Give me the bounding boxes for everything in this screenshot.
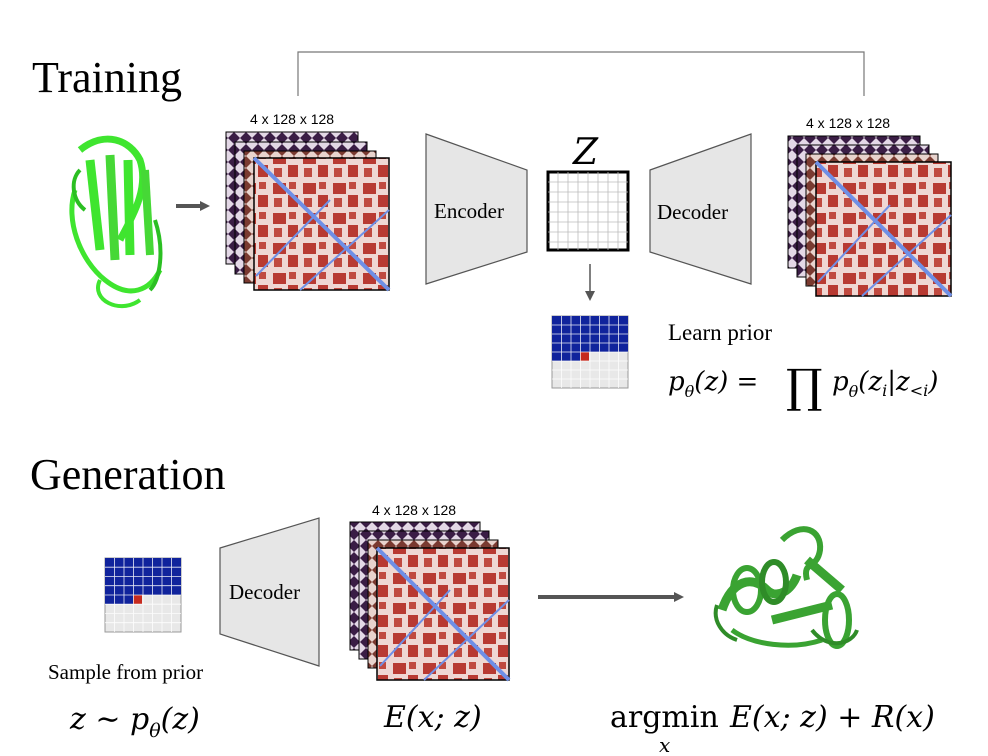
decoder-block xyxy=(649,133,752,285)
prior-caption: Learn prior xyxy=(668,320,772,345)
prior-formula-rhs-lt: <i xyxy=(910,381,929,400)
prior-grid-icon xyxy=(551,315,629,389)
prior-formula-product: ∏ xyxy=(786,359,823,413)
prior-formula-rhs-close: ) xyxy=(927,367,938,397)
prior-formula-lhs-arg: (z) = xyxy=(694,367,758,397)
prior-formula-lhs-p: p xyxy=(668,367,685,397)
generation-heading: Generation xyxy=(30,450,225,499)
objective-argmin: argmin xyxy=(610,700,719,735)
encoder-label: Encoder xyxy=(434,199,504,223)
protein-ribbon-icon xyxy=(69,135,163,308)
prior-formula-rhs-bar: |z xyxy=(887,367,910,397)
sample-formula-theta: θ xyxy=(149,720,161,742)
prior-formula-rhs-theta: θ xyxy=(849,382,859,401)
generated-protein-icon xyxy=(713,526,859,649)
objective-expression: E(x; z) + R(x) xyxy=(729,700,935,735)
energy-formula: E(x; z) xyxy=(383,700,482,735)
prior-formula-rhs-i: i xyxy=(882,381,887,400)
decoder-label: Decoder xyxy=(657,200,728,224)
latent-grid-icon xyxy=(546,170,630,252)
objective-subscript: x xyxy=(659,733,670,756)
sample-caption: Sample from prior xyxy=(48,660,203,684)
contact-map-stack-icon xyxy=(225,131,391,292)
generation-prior-grid-icon xyxy=(104,557,182,633)
input-dims-label: 4 x 128 x 128 xyxy=(250,111,334,127)
generation-contact-map-stack-icon xyxy=(349,521,511,682)
skip-connection-line xyxy=(297,51,865,96)
latent-label: Z xyxy=(572,132,599,173)
generation-decoder-block xyxy=(219,517,320,667)
training-heading: Training xyxy=(32,53,182,102)
encoder-block xyxy=(425,133,528,285)
prior-formula-rhs-p: p xyxy=(832,367,849,397)
prior-formula: pθ(z) = ∏ pθ(zi|z<i) xyxy=(668,359,938,413)
generation-dims-label: 4 x 128 x 128 xyxy=(372,502,456,518)
generation-decoder-label: Decoder xyxy=(229,580,300,604)
output-contact-map-stack-icon xyxy=(787,135,953,298)
sample-formula-arg: (z) xyxy=(161,702,200,737)
prior-formula-rhs-open: (z xyxy=(858,367,882,397)
svg-text:pθ(zi|z<i): pθ(zi|z<i) xyxy=(832,367,938,401)
sample-formula-z: z ∼ p xyxy=(69,702,149,737)
sample-formula: z ∼ pθ(z) xyxy=(69,702,200,742)
output-dims-label: 4 x 128 x 128 xyxy=(806,115,890,131)
svg-text:pθ(z) =: pθ(z) = xyxy=(668,367,758,401)
prior-formula-lhs-theta: θ xyxy=(685,382,695,401)
